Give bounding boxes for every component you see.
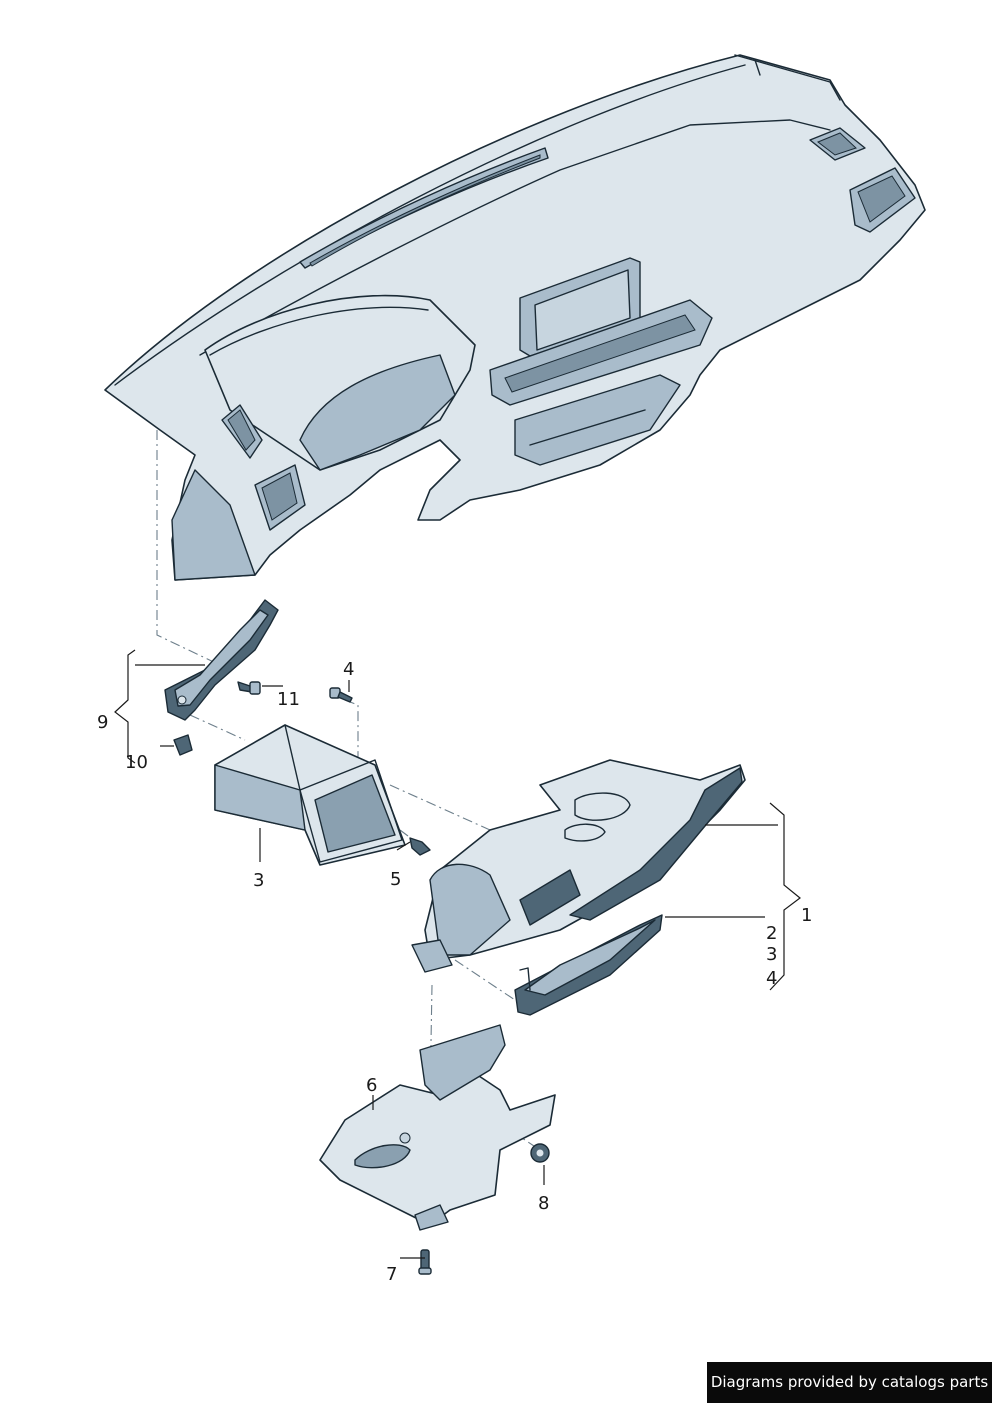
callout-2: 2 bbox=[766, 923, 777, 944]
credit-banner: Diagrams provided by catalogs parts bbox=[707, 1362, 992, 1403]
screw-part-5 bbox=[409, 837, 431, 856]
callout-labels: 1 2 3 4 3 4 5 6 7 8 9 10 11 bbox=[97, 659, 812, 1285]
callout-9: 9 bbox=[97, 712, 108, 733]
callout-7: 7 bbox=[386, 1264, 397, 1285]
callout-3: 3 bbox=[253, 870, 264, 891]
glovebox-housing-part-1 bbox=[411, 759, 746, 973]
callout-5: 5 bbox=[390, 869, 401, 890]
screw-part-4 bbox=[329, 687, 353, 703]
callout-6: 6 bbox=[366, 1075, 377, 1096]
callout-10: 10 bbox=[125, 752, 148, 773]
screw-part-11 bbox=[237, 681, 261, 695]
glovebox-lid-part-2 bbox=[514, 914, 663, 1016]
leader-lines bbox=[114, 649, 801, 1259]
bracket-part-9 bbox=[164, 599, 279, 721]
callout-4-group: 4 bbox=[766, 968, 777, 989]
callout-3-group: 3 bbox=[766, 944, 777, 965]
callout-4: 4 bbox=[343, 659, 354, 680]
cover-panel-part-6 bbox=[319, 1024, 556, 1231]
callout-8: 8 bbox=[538, 1193, 549, 1214]
callout-11: 11 bbox=[277, 689, 300, 710]
nut-part-8 bbox=[530, 1143, 550, 1163]
dashboard-illustration bbox=[104, 54, 926, 581]
bolt-part-7 bbox=[418, 1249, 432, 1275]
callout-1: 1 bbox=[801, 905, 812, 926]
clip-part-10 bbox=[173, 734, 193, 756]
storage-box-part-3 bbox=[214, 724, 406, 866]
